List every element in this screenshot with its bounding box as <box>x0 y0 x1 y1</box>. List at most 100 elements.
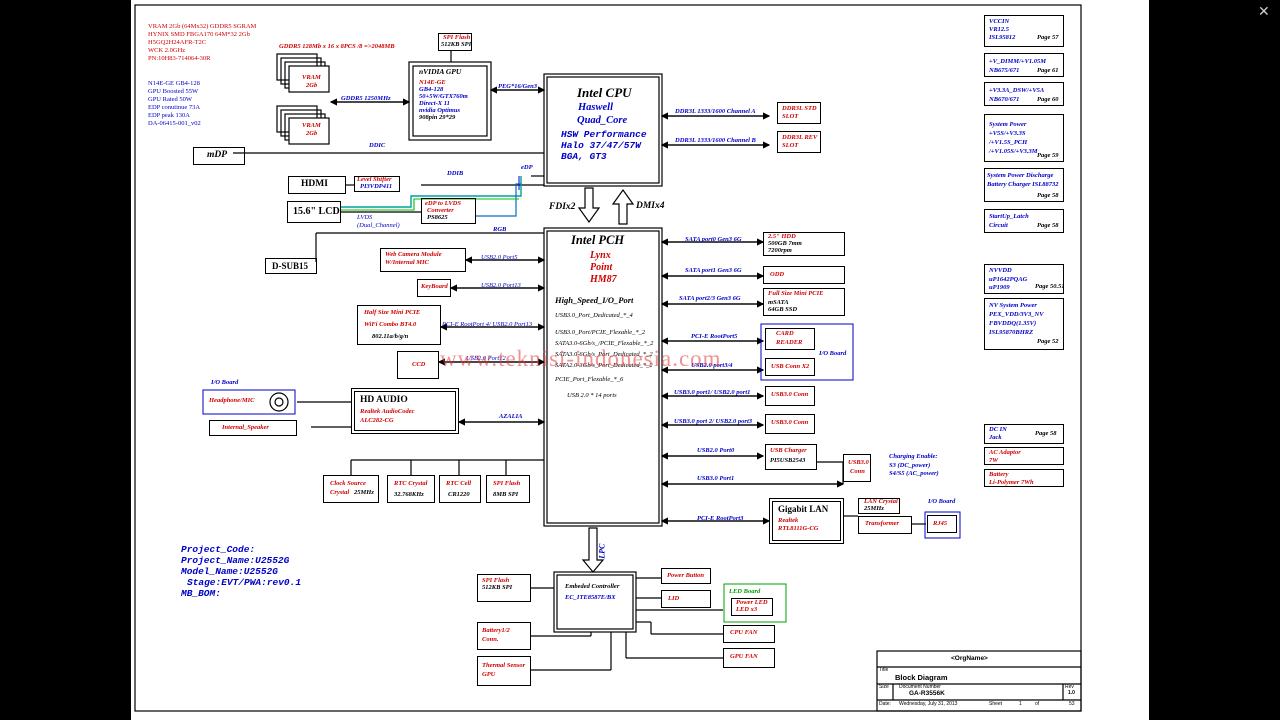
revision: 1.0 <box>1068 690 1075 696</box>
pch-port-1: USB3.0_Port_Dedicated_*_4 <box>555 312 633 319</box>
pch-port-4: SATA3.0-6Gb/s_Port_Dedicated_*_2 <box>555 351 653 358</box>
gddr5-speed: GDDR5 1250MHz <box>341 95 391 102</box>
usb-port12-label: USB2.0 Port12 <box>466 355 506 362</box>
pch-title: Intel PCH <box>571 233 625 247</box>
size-label: Size <box>879 684 889 690</box>
ddib-label: DDIB <box>447 170 464 177</box>
cpu-cores: Quad_Core <box>577 115 628 126</box>
usb-port34-label: USB2.0 port3/4 <box>691 362 733 369</box>
pch-hs-io: High_Speed_I/O_Port <box>555 295 634 305</box>
io-board-label: I/O Board <box>211 379 239 386</box>
pch-sub-1: Lynx <box>590 250 611 261</box>
rgb-label: RGB <box>493 226 507 233</box>
gigabit-lan: Gigabit LAN Realtek RTL8111G-CG <box>769 498 844 544</box>
gpu-line-4: Direct-X 11 <box>419 100 450 107</box>
io-board-label-3: I/O Board <box>928 498 956 505</box>
pch-port-6: PCIE_Port_Flexable_*_6 <box>555 376 624 383</box>
gpu-line-2: GB4-128 <box>419 86 444 93</box>
rev-label: Rev <box>1065 684 1074 690</box>
docnum-label: Document Number <box>899 684 941 690</box>
gpu-line-3: 50+5W/GTX760m <box>419 93 468 100</box>
lan-transformer: Transformer <box>858 516 912 534</box>
pch-port-2: USB3.0_Port/PCIE_Flexable_*_2 <box>555 329 646 336</box>
rj45-port: RJ45 <box>927 515 957 533</box>
vram-size: 2Gb <box>306 82 318 89</box>
lid-switch: LID <box>661 590 711 608</box>
usb3-conn-1: USB3.0 Conn <box>765 386 815 406</box>
usb2-port0-label: USB2.0 Port0 <box>697 447 735 454</box>
gddr5-summary: GDDR5 128Mb x 16 x 8PCS /8 =>2048MB <box>279 43 395 50</box>
cpu-tdp: Halo 37/47/57W <box>561 140 641 151</box>
ec-part: EC_ITE8587E/BX <box>565 594 616 601</box>
usb3-port2-label: USB3.0 port 2/ USB2.0 port3 <box>674 418 753 425</box>
sata1-label: SATA port1 Gen3 6G <box>685 267 742 274</box>
internal-speaker: Internal_Speaker <box>209 420 297 436</box>
azalia-label: AZALIA <box>499 413 523 420</box>
cpu-fan: CPU FAN <box>723 625 775 643</box>
odd-drive: ODD <box>763 266 845 284</box>
cpu-package: BGA, GT3 <box>561 151 607 162</box>
cpu-perf: HSW Performance <box>561 129 647 140</box>
gpu-fan: GPU FAN <box>723 648 775 668</box>
cpu-arch: Haswell <box>578 102 614 113</box>
usb-conn-x2: USB Conn X2 <box>765 358 815 376</box>
gpu-title: nVIDIA GPU <box>419 67 462 76</box>
power-button: Power Button <box>661 568 711 584</box>
lvds-label: LVDS <box>357 214 373 221</box>
sata23-label: SATA port2/3 Gen3 6G <box>679 295 741 302</box>
hdmi-connector: HDMI <box>288 176 346 194</box>
lcd-panel: 15.6" LCD <box>287 201 341 223</box>
peg-label: PEG*16/Gen3 <box>498 83 537 90</box>
led-board-label: LED Board <box>729 588 761 595</box>
diagram-lines <box>134 4 1082 712</box>
pcie-root3-label: PCI-E RootPort3 <box>697 515 744 522</box>
document-number: GA-R3556K <box>909 690 945 697</box>
gpu-package: 908pin 29*29 <box>419 114 456 121</box>
ccd-camera: CCD <box>397 351 439 379</box>
org-name: <OrgName> <box>951 655 988 662</box>
date-value: Wednesday, July 31, 2013 <box>899 701 958 707</box>
usb3-port1-label: USB3.0 port1/ USB2.0 port1 <box>674 389 751 396</box>
pcie-root4-label: PCI-E RootPort 4/ USB2.0 Port13 <box>442 321 533 328</box>
cpu-title: Intel CPU <box>577 85 632 100</box>
ddr-channel-a: DDR3L 1333/1600 Channel A <box>675 108 756 115</box>
pch-sub-3: HM87 <box>590 274 617 285</box>
usb-port13-label: USB2.0 Port13 <box>481 282 521 289</box>
watermark: www.teknisi-indonesia.com <box>440 346 722 371</box>
dsub-connector: D-SUB15 <box>265 258 317 274</box>
fdi-label: FDIx2 <box>549 202 576 212</box>
close-icon[interactable]: ✕ <box>1258 4 1270 20</box>
vram-label: VRAM <box>302 74 321 81</box>
lvds-channel: (Dual_Channel) <box>357 222 400 229</box>
vram-size-2: 2Gb <box>306 130 318 137</box>
pch-port-5: SATA2.0-3Gb/s_Port_Dedicated_*_2 <box>555 362 653 369</box>
gpu-line-5: nvidia Optimus <box>419 107 460 114</box>
usb3-port1b-label: USB3.0 Port1 <box>697 475 735 482</box>
ddic-label: DDIC <box>369 142 386 149</box>
